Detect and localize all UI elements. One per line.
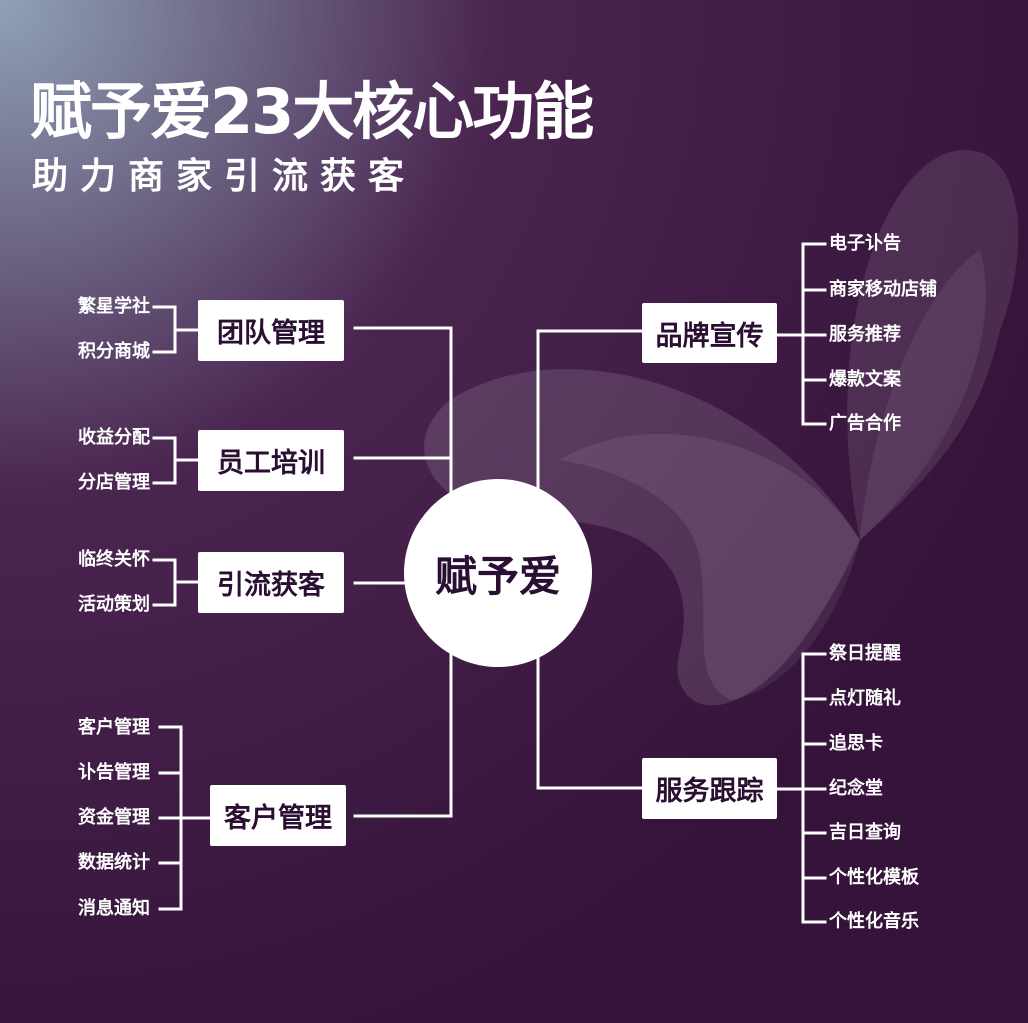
center-node: 赋予爱 (404, 479, 592, 667)
leaf-customer-1: 客户管理 (78, 717, 150, 738)
leaf-service-4: 纪念堂 (829, 778, 883, 799)
leaf-service-6: 个性化模板 (829, 867, 919, 888)
leaf-customer-5: 消息通知 (78, 898, 150, 919)
branch-staff-training: 员工培训 (198, 430, 344, 491)
leaf-customer-4: 数据统计 (78, 852, 150, 873)
leaf-training-2: 分店管理 (78, 472, 150, 493)
butterfly-icon (424, 149, 1019, 706)
leaf-customer-2: 讣告管理 (78, 762, 150, 783)
leaf-traffic-2: 活动策划 (78, 594, 150, 615)
leaf-customer-3: 资金管理 (78, 807, 150, 828)
branch-customer-management: 客户管理 (210, 785, 346, 846)
page-subtitle: 助力商家引流获客 (32, 156, 417, 197)
leaf-service-2: 点灯随礼 (829, 688, 901, 709)
leaf-brand-5: 广告合作 (829, 413, 901, 434)
branch-traffic-acquisition: 引流获客 (198, 552, 344, 613)
leaf-brand-1: 电子讣告 (829, 233, 901, 254)
branch-team-management: 团队管理 (198, 300, 344, 361)
leaf-service-7: 个性化音乐 (829, 911, 919, 932)
connector-lines (152, 242, 827, 924)
leaf-service-3: 追思卡 (829, 733, 883, 754)
branch-brand-promotion: 品牌宣传 (642, 303, 777, 363)
leaf-traffic-1: 临终关怀 (78, 549, 150, 570)
leaf-brand-3: 服务推荐 (829, 324, 901, 345)
leaf-service-5: 吉日查询 (829, 822, 901, 843)
leaf-brand-4: 爆款文案 (829, 369, 901, 390)
leaf-team-2: 积分商城 (78, 341, 150, 362)
branch-service-tracking: 服务跟踪 (642, 758, 777, 819)
leaf-service-1: 祭日提醒 (829, 643, 901, 664)
page-title: 赋予爱23大核心功能 (30, 75, 594, 148)
leaf-brand-2: 商家移动店铺 (829, 279, 937, 300)
leaf-team-1: 繁星学社 (78, 296, 150, 317)
leaf-training-1: 收益分配 (78, 427, 150, 448)
